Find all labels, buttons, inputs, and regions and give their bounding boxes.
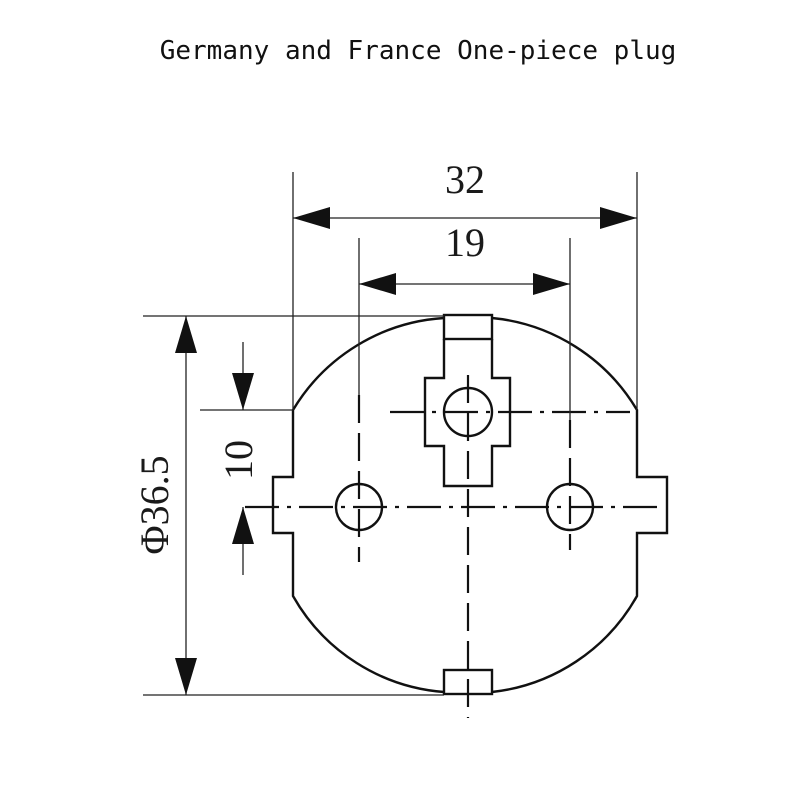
plug-body-outline <box>271 316 669 694</box>
dia-arrow-bottom <box>175 658 197 695</box>
dim10-arrow-top <box>232 373 254 410</box>
dim32-arrow-right <box>600 207 637 229</box>
dim-pin-spacing-label: 19 <box>445 220 485 265</box>
dim-diameter-label: Φ36.5 <box>132 455 177 554</box>
dim19-arrow-left <box>359 273 396 295</box>
page-title: Germany and France One-piece plug <box>159 36 677 66</box>
top-ground-tab <box>442 313 494 341</box>
dim10-arrow-bottom <box>232 507 254 544</box>
dim32-arrow-left <box>293 207 330 229</box>
ground-contact-housing <box>423 339 512 488</box>
dim-overall-width-label: 32 <box>445 157 485 202</box>
dim19-arrow-right <box>533 273 570 295</box>
dia-arrow-top <box>175 316 197 353</box>
dim-offset-label: 10 <box>216 440 261 480</box>
